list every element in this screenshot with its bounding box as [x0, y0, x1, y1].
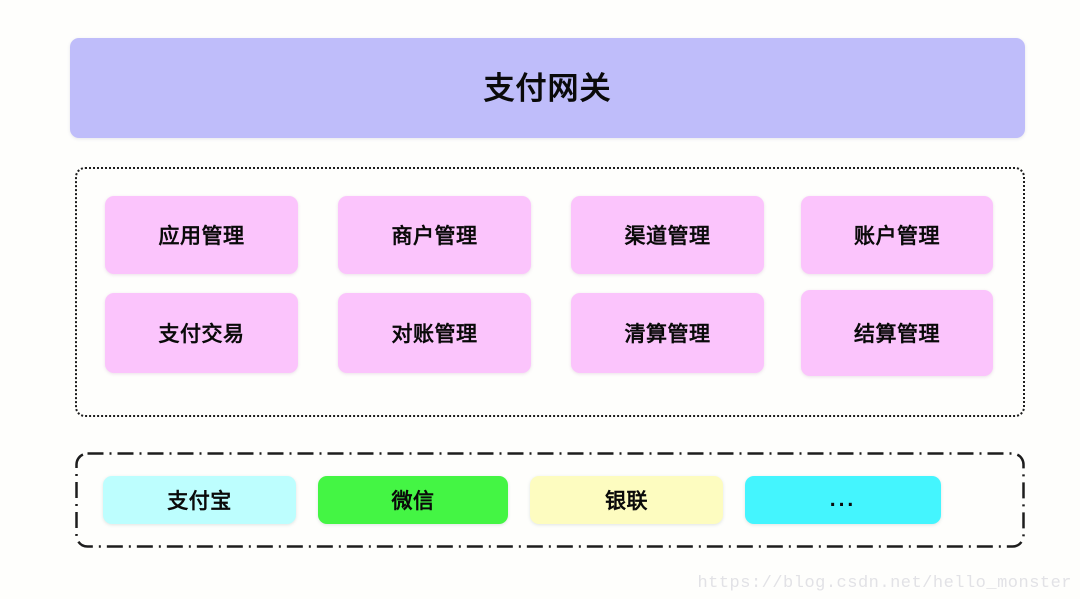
module-box-channel-management[interactable]: 渠道管理 — [571, 196, 764, 274]
modules-row-1: 应用管理 商户管理 渠道管理 账户管理 — [105, 196, 995, 274]
modules-section-container: 应用管理 商户管理 渠道管理 账户管理 支付交易 对账管理 — [75, 167, 1025, 417]
module-box-reconciliation-management[interactable]: 对账管理 — [338, 293, 531, 373]
module-cell: 商户管理 — [338, 196, 531, 274]
modules-row-2: 支付交易 对账管理 清算管理 结算管理 — [105, 290, 995, 376]
gateway-title: 支付网关 — [483, 70, 612, 106]
channels-section-container: 支付宝 微信 银联 ... — [75, 452, 1025, 548]
module-box-settlement-management[interactable]: 结算管理 — [801, 290, 993, 376]
module-cell: 支付交易 — [105, 293, 298, 373]
watermark-url: https://blog.csdn.net/hello_monster — [697, 574, 1072, 593]
gateway-header-bar: 支付网关 — [70, 38, 1025, 138]
module-cell: 对账管理 — [338, 293, 531, 373]
module-box-application-management[interactable]: 应用管理 — [105, 196, 298, 274]
module-cell: 清算管理 — [571, 293, 764, 373]
module-box-clearing-management[interactable]: 清算管理 — [571, 293, 764, 373]
channel-box-unionpay[interactable]: 银联 — [530, 476, 723, 524]
channels-row: 支付宝 微信 银联 ... — [75, 452, 1025, 548]
channel-box-more[interactable]: ... — [745, 476, 941, 524]
module-box-merchant-management[interactable]: 商户管理 — [338, 196, 531, 274]
module-box-payment-transaction[interactable]: 支付交易 — [105, 293, 298, 373]
module-cell: 渠道管理 — [571, 196, 764, 274]
modules-grid: 应用管理 商户管理 渠道管理 账户管理 支付交易 对账管理 — [77, 169, 1023, 415]
channel-box-wechat[interactable]: 微信 — [318, 476, 508, 524]
module-cell: 账户管理 — [801, 196, 993, 274]
module-cell: 结算管理 — [801, 290, 993, 376]
channel-box-alipay[interactable]: 支付宝 — [103, 476, 296, 524]
module-cell: 应用管理 — [105, 196, 298, 274]
module-box-account-management[interactable]: 账户管理 — [801, 196, 993, 274]
